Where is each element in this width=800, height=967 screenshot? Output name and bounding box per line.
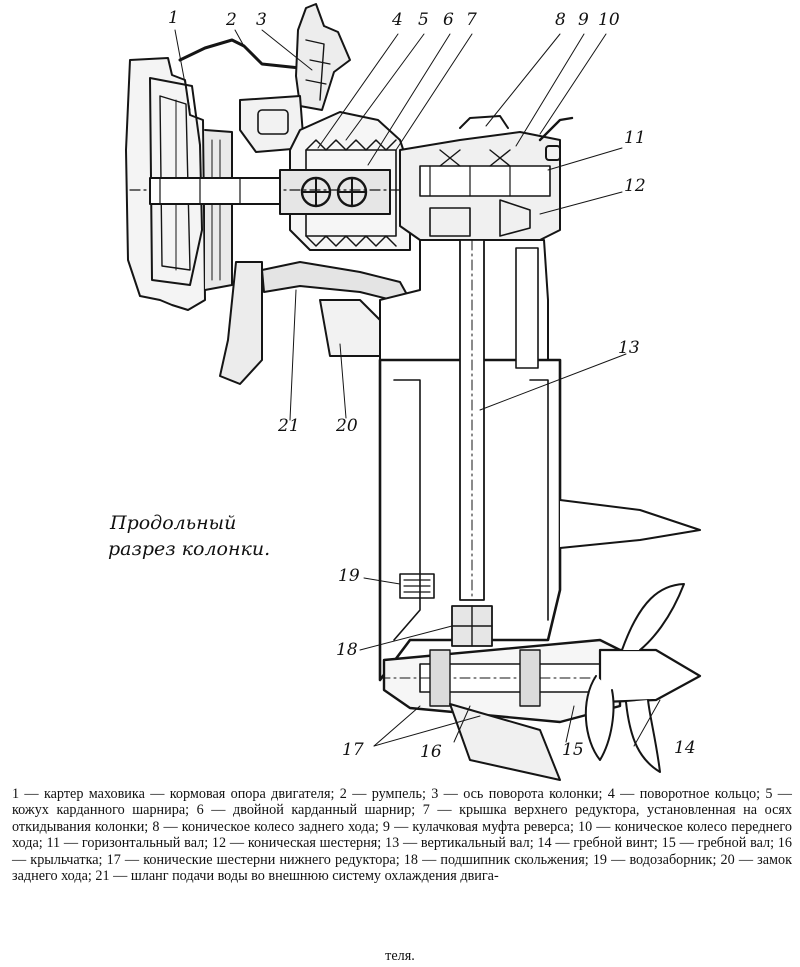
leader-lines — [174, 29, 661, 747]
caption-line-1: Продольный — [110, 512, 237, 534]
input-shaft — [129, 177, 431, 205]
callout-12: 12 — [624, 176, 646, 196]
callout-21: 21 — [278, 416, 300, 436]
parts-legend: 1 — картер маховика — кормовая опора дви… — [12, 786, 792, 885]
column-section-drawing — [125, 3, 702, 781]
callout-10: 10 — [598, 10, 620, 30]
vertical-shaft — [459, 239, 539, 601]
callout-3: 3 — [256, 10, 267, 30]
lower-gearbox — [379, 605, 701, 781]
callout-2: 2 — [226, 10, 237, 30]
caption-line-2: разрез колонки. — [108, 538, 271, 560]
callout-14: 14 — [674, 738, 696, 758]
tiller — [178, 38, 302, 70]
callout-11: 11 — [624, 128, 646, 148]
callout-19: 19 — [338, 566, 360, 586]
callout-9: 9 — [578, 10, 589, 30]
callout-15: 15 — [562, 740, 584, 760]
callout-16: 16 — [420, 742, 442, 762]
callout-8: 8 — [555, 10, 566, 30]
figure-caption: Продольный разрез колонки. — [108, 510, 270, 562]
double-cardan-joint — [279, 169, 391, 215]
parts-legend-end: теля. — [385, 948, 415, 964]
callout-13: 13 — [618, 338, 640, 358]
callout-7: 7 — [466, 10, 477, 30]
callout-1: 1 — [168, 8, 179, 28]
callout-6: 6 — [443, 10, 454, 30]
propeller — [584, 583, 702, 773]
callout-5: 5 — [418, 10, 429, 30]
pivot-axis — [295, 3, 351, 111]
water-intake — [399, 573, 435, 599]
callout-4: 4 — [392, 10, 403, 30]
reverse-lock — [219, 261, 381, 385]
callout-20: 20 — [336, 416, 358, 436]
upper-gearbox — [399, 115, 574, 241]
callout-18: 18 — [336, 640, 358, 660]
swivel-ring — [239, 95, 305, 153]
callout-17: 17 — [342, 740, 364, 760]
